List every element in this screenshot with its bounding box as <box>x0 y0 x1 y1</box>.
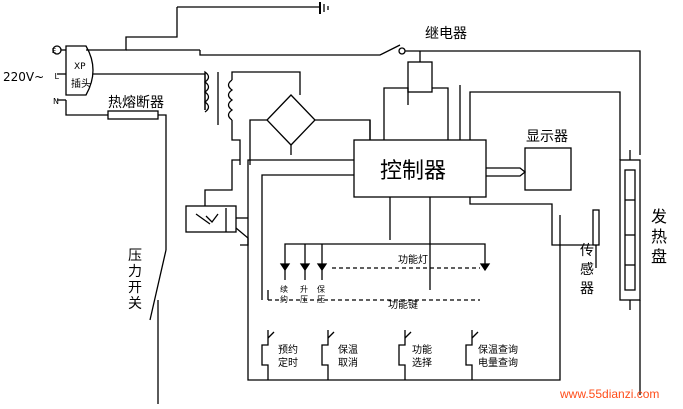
sensor <box>592 209 600 268</box>
heating-plate-char-1: 发 <box>651 207 667 226</box>
pin-e-label: E <box>52 47 56 55</box>
heating-plate <box>619 150 641 395</box>
pin-n-label: N <box>53 97 59 106</box>
heating-plate-char-3: 盘 <box>651 247 667 266</box>
plug-label-xp: XP <box>74 62 86 72</box>
relay <box>199 44 641 155</box>
button-4-line2: 电量查询 <box>478 356 518 369</box>
button-1-line2: 定时 <box>278 356 298 369</box>
button-3-line2: 选择 <box>412 356 432 369</box>
button-1-line1: 预约 <box>278 343 298 356</box>
sensor-char-3: 器 <box>580 281 594 297</box>
pressure-switch-char-3: 开 <box>128 280 142 296</box>
pin-l-label: L <box>55 72 60 81</box>
button-4-line1: 保温查询 <box>478 343 518 356</box>
bridge-rectifier <box>249 94 371 165</box>
key-group-1-top: 续 <box>280 284 288 294</box>
indicator-lights <box>279 243 491 280</box>
button-switches <box>261 330 479 380</box>
relay-label: 继电器 <box>425 26 467 42</box>
pressure-switch-char-1: 压 <box>128 248 142 264</box>
thermal-fuse-label: 热熔断器 <box>108 95 164 111</box>
key-group-3-top: 保 <box>317 284 325 294</box>
key-group-2-top: 升 <box>300 285 308 294</box>
function-keys-label: 功能键 <box>388 298 418 311</box>
plug-label: 插头 <box>71 77 91 90</box>
controller-label: 控制器 <box>380 159 446 184</box>
pressure-switch-char-2: 力 <box>128 264 142 280</box>
ground-symbol <box>177 2 329 14</box>
sensor-char-1: 传 <box>580 243 594 259</box>
display-label: 显示器 <box>526 129 568 145</box>
sensor-char-2: 感 <box>580 261 594 278</box>
pressure-switch <box>149 249 167 404</box>
button-2-line2: 取消 <box>338 356 358 369</box>
triac <box>185 159 249 246</box>
pressure-switch-char-4: 关 <box>128 296 142 312</box>
thermal-fuse <box>107 110 159 120</box>
button-3-line1: 功能 <box>412 343 432 356</box>
voltage-label: 220V~ <box>3 70 44 84</box>
key-group-3-bottom: 压 <box>317 295 325 304</box>
key-group-1-bottom: 约 <box>280 294 288 304</box>
watermark: www.55dianzi.com <box>559 387 659 401</box>
button-2-line1: 保温 <box>338 343 358 356</box>
key-group-2-bottom: 压 <box>300 295 308 304</box>
display <box>486 147 572 191</box>
heating-plate-char-2: 热 <box>651 227 667 246</box>
indicator-lights-label: 功能灯 <box>398 253 428 266</box>
transformer <box>203 70 301 165</box>
